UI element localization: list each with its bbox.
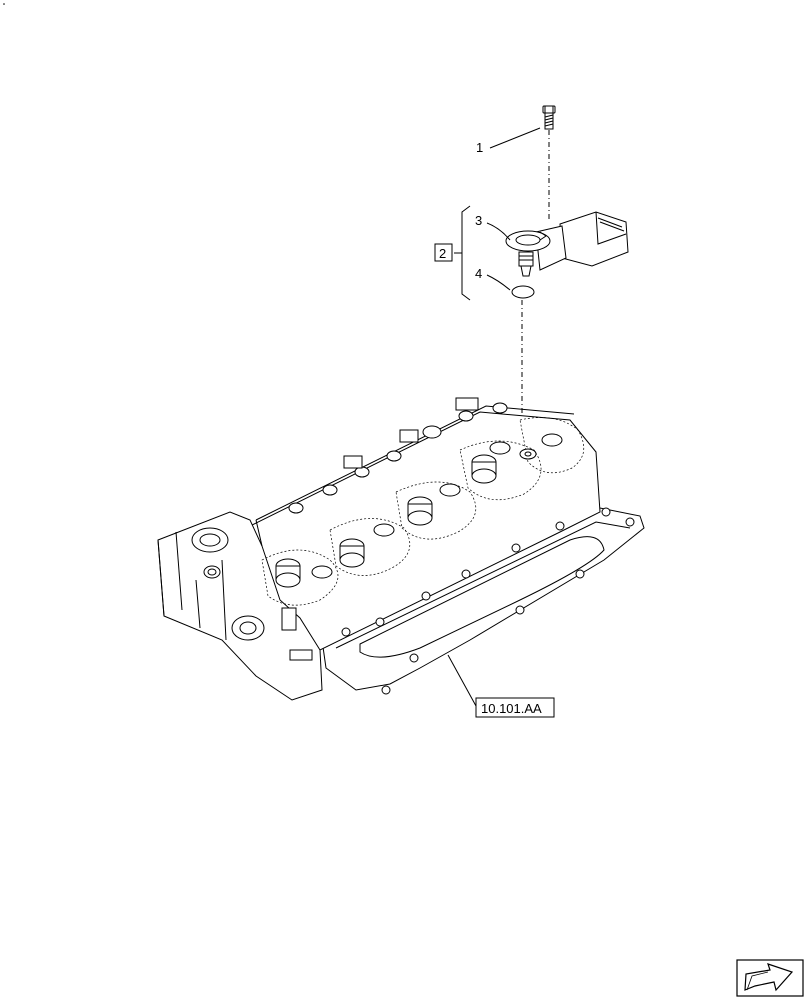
callout-1: 1 <box>476 140 483 155</box>
o-ring-part <box>511 285 535 299</box>
reference-label-box <box>475 697 555 718</box>
cylinder-head-part <box>157 397 645 701</box>
callout-2: 2 <box>439 246 446 261</box>
reference-label[interactable]: 10.101.AA <box>481 701 542 716</box>
bolt-part <box>542 105 556 130</box>
leader-line-4 <box>486 274 511 291</box>
callout-2-box <box>434 243 453 262</box>
leader-line-1 <box>489 127 541 149</box>
callout-4: 4 <box>475 266 482 281</box>
sensor-part <box>505 211 629 277</box>
callout-3: 3 <box>475 213 482 228</box>
leader-line-3 <box>486 222 511 241</box>
leader-line-ref <box>447 654 477 707</box>
corner-mark <box>3 3 5 5</box>
group-bracket <box>461 205 471 301</box>
next-page-arrow-icon[interactable] <box>736 959 804 997</box>
